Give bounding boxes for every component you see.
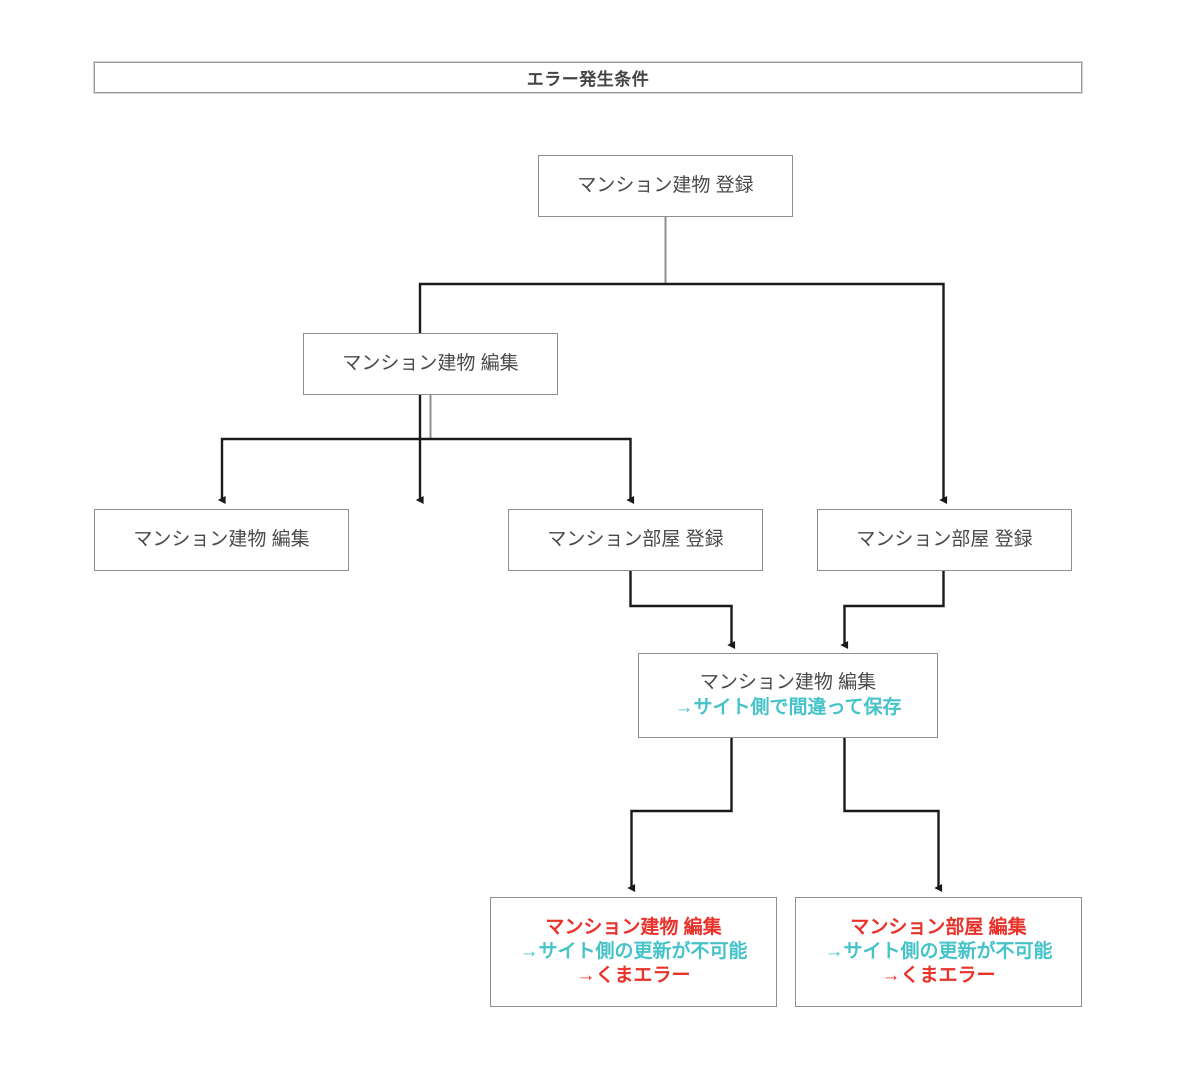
- node-label-note: →サイト側の更新が不可能: [824, 940, 1053, 962]
- node-mansion-building-edit-leaf[interactable]: マンション建物 編集: [94, 509, 349, 571]
- node-label: マンション部屋 登録: [856, 528, 1033, 550]
- node-mansion-building-edit-level2[interactable]: マンション建物 編集: [303, 333, 558, 395]
- node-wrong-save[interactable]: マンション建物 編集 →サイト側で間違って保存: [638, 653, 938, 738]
- node-label-error: →くまエラー: [576, 965, 691, 987]
- connector-room-right-to-mid: [840, 571, 945, 649]
- node-label-primary: マンション建物 編集: [699, 672, 877, 694]
- node-label-error: →くまエラー: [881, 965, 996, 987]
- node-mansion-building-register[interactable]: マンション建物 登録: [538, 155, 793, 217]
- diagram-title-bar: エラー発生条件: [94, 62, 1082, 93]
- node-label-note: →サイト側で間違って保存: [674, 696, 902, 718]
- node-mansion-room-register-center[interactable]: マンション部屋 登録: [508, 509, 763, 571]
- connector-edit-to-room-center: [430, 437, 635, 504]
- node-mansion-room-register-right[interactable]: マンション部屋 登録: [817, 509, 1072, 571]
- node-error-room-edit[interactable]: マンション部屋 編集 →サイト側の更新が不可能 →くまエラー: [795, 897, 1082, 1007]
- node-label: マンション部屋 登録: [547, 528, 724, 550]
- node-error-building-edit[interactable]: マンション建物 編集 →サイト側の更新が不可能 →くまエラー: [490, 897, 777, 1007]
- connector-mid-to-error-building: [627, 738, 733, 892]
- node-label: マンション建物 登録: [577, 174, 754, 196]
- connector-mid-to-error-room: [843, 738, 943, 892]
- connector-top-to-room-right: [665, 282, 948, 504]
- node-label: マンション建物 編集: [342, 352, 519, 374]
- connector-edit-to-leaf: [217, 437, 431, 504]
- page-title: エラー発生条件: [526, 70, 650, 89]
- node-label-primary: マンション建物 編集: [545, 916, 722, 938]
- connector-room-center-to-mid: [629, 571, 736, 649]
- node-label: マンション建物 編集: [133, 528, 310, 550]
- node-label-note: →サイト側の更新が不可能: [519, 940, 748, 962]
- node-label-primary: マンション部屋 編集: [850, 916, 1027, 938]
